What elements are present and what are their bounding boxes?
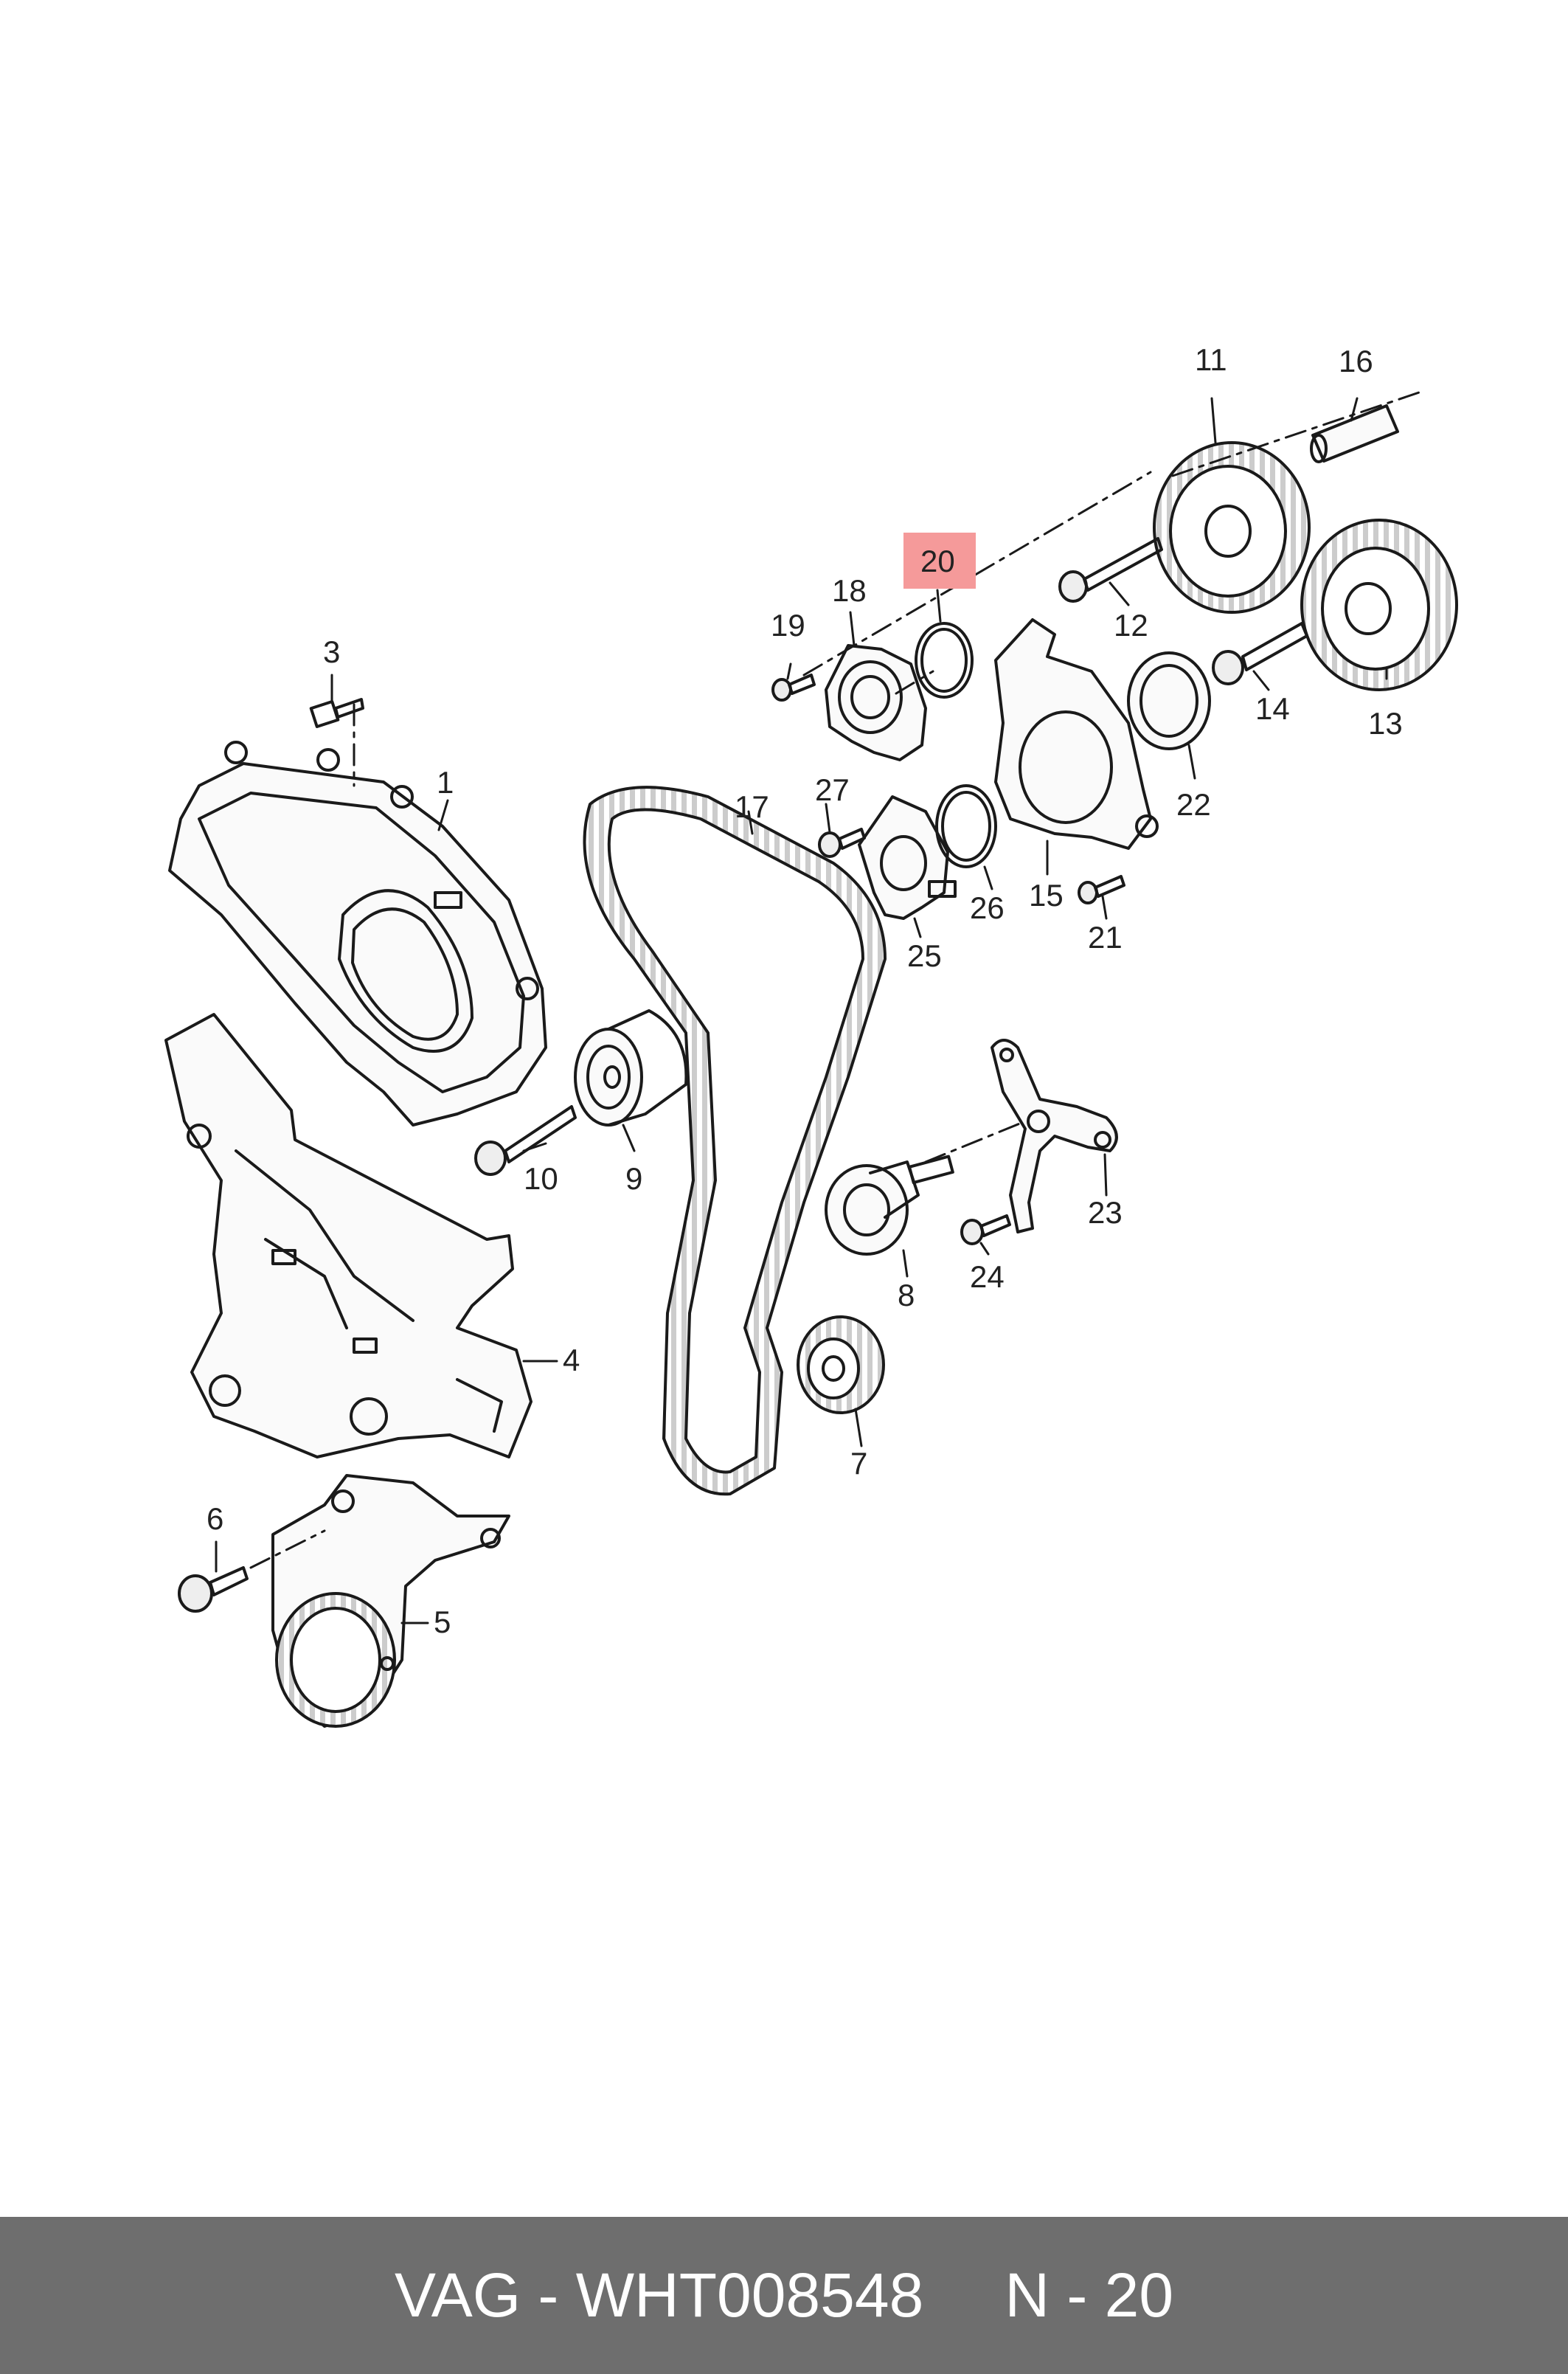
idler-roller-8 bbox=[825, 1155, 954, 1256]
timing-belt-17 bbox=[583, 786, 887, 1496]
seal-22 bbox=[1127, 651, 1211, 750]
lower-timing-cover bbox=[164, 1013, 533, 1458]
position-text: N - 20 bbox=[1005, 2260, 1174, 2330]
camshaft-sprocket-13 bbox=[1300, 519, 1458, 691]
housing-18 bbox=[825, 644, 927, 761]
crankshaft-sprocket-7 bbox=[797, 1315, 885, 1414]
o-ring-26 bbox=[935, 784, 997, 868]
part-number-text: VAG - WHT008548 bbox=[394, 2260, 924, 2330]
bolt-27 bbox=[818, 828, 866, 858]
label-5: 5 bbox=[434, 1605, 451, 1639]
label-13: 13 bbox=[1368, 706, 1403, 741]
rear-cover-5 bbox=[271, 1474, 510, 1728]
bolt-12 bbox=[1058, 537, 1163, 603]
label-19: 19 bbox=[771, 608, 805, 643]
o-ring-20 bbox=[915, 622, 974, 699]
tensioner-pulley-9 bbox=[574, 1009, 688, 1127]
bracket-23 bbox=[991, 1039, 1118, 1233]
backplate-15 bbox=[994, 618, 1159, 850]
part-labels: 1 3 4 5 6 7 8 9 10 11 12 13 14 15 16 17 … bbox=[207, 342, 1403, 1639]
label-20: 20 bbox=[920, 544, 955, 578]
label-14: 14 bbox=[1255, 691, 1290, 726]
label-9: 9 bbox=[625, 1161, 642, 1196]
label-24: 24 bbox=[970, 1259, 1005, 1294]
label-4: 4 bbox=[563, 1343, 580, 1377]
label-18: 18 bbox=[832, 573, 867, 608]
label-6: 6 bbox=[207, 1501, 223, 1536]
upper-timing-cover bbox=[168, 741, 547, 1127]
label-3: 3 bbox=[323, 634, 340, 669]
label-11: 11 bbox=[1195, 342, 1227, 377]
part-number-footer: VAG - WHT008548 N - 20 bbox=[0, 2217, 1568, 2374]
bolt-19 bbox=[771, 674, 816, 702]
bolt-3 bbox=[309, 698, 364, 728]
label-21: 21 bbox=[1088, 920, 1123, 955]
label-16: 16 bbox=[1339, 344, 1373, 378]
label-15: 15 bbox=[1029, 878, 1064, 913]
label-26: 26 bbox=[970, 890, 1005, 925]
camshaft-sprocket-11 bbox=[1153, 441, 1311, 614]
label-23: 23 bbox=[1088, 1195, 1123, 1230]
bolt-24 bbox=[960, 1214, 1011, 1245]
highlight-box-20 bbox=[903, 533, 976, 589]
label-22: 22 bbox=[1176, 787, 1211, 822]
label-8: 8 bbox=[898, 1278, 915, 1312]
label-1: 1 bbox=[437, 765, 454, 800]
label-17: 17 bbox=[735, 789, 769, 824]
label-7: 7 bbox=[850, 1446, 867, 1481]
bolt-21 bbox=[1078, 875, 1125, 904]
label-12: 12 bbox=[1114, 608, 1148, 643]
bolt-6 bbox=[178, 1566, 249, 1613]
leader-lines bbox=[215, 397, 1388, 1624]
bolt-14 bbox=[1212, 622, 1308, 685]
pump-25 bbox=[858, 795, 957, 920]
exploded-parts-diagram: 1 3 4 5 6 7 8 9 10 11 12 13 14 15 16 17 … bbox=[164, 342, 1458, 1728]
label-10: 10 bbox=[524, 1161, 558, 1196]
label-27: 27 bbox=[815, 772, 850, 807]
label-25: 25 bbox=[907, 938, 942, 973]
axis-lines bbox=[249, 390, 1425, 1569]
bolt-10 bbox=[474, 1105, 577, 1176]
pin-16 bbox=[1310, 404, 1399, 463]
